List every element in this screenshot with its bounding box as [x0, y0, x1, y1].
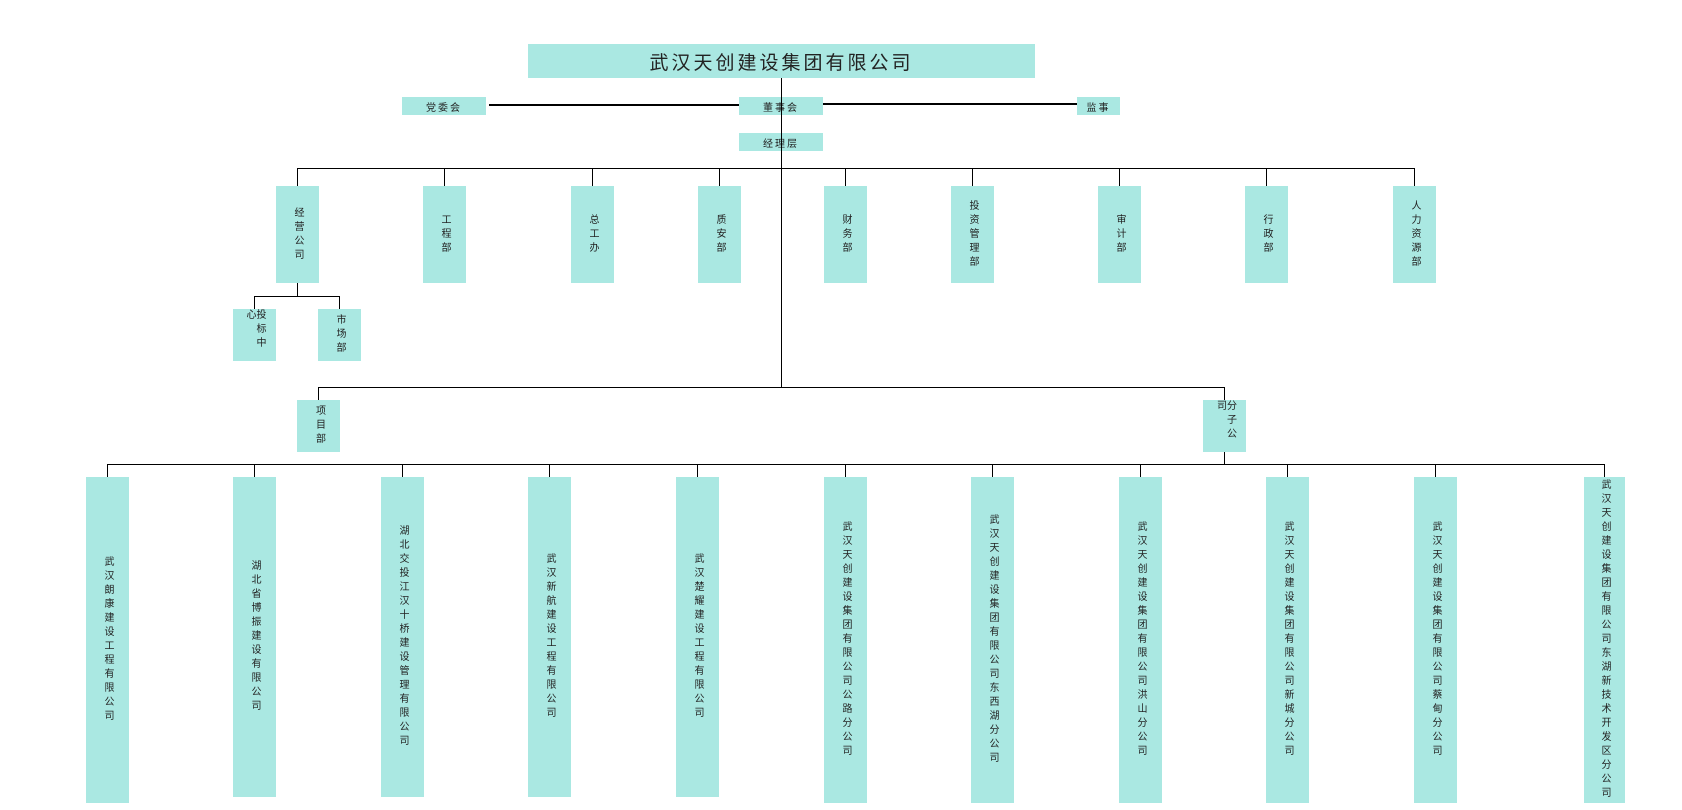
lower-bus	[318, 387, 1224, 388]
branch-box-label: 武汉天创建设集团有限公司蔡甸分公司	[1430, 521, 1441, 759]
dept-box: 人力资源部	[1392, 186, 1436, 283]
dept-connector	[719, 168, 720, 186]
branch-box-label: 武汉楚耀建设工程有限公司	[692, 553, 703, 721]
dept-connector	[1266, 168, 1267, 186]
trunk-line-top	[781, 78, 782, 187]
dept-connector	[972, 168, 973, 186]
branch-connector	[1287, 464, 1288, 477]
dept-box-label: 总工办	[587, 213, 598, 256]
branch-box-label: 湖北省博振建设有限公司	[249, 560, 260, 714]
company-box: 武汉天创建设集团有限公司	[528, 44, 1035, 78]
supervisor-box: 监事	[1077, 97, 1120, 115]
branch-bus	[107, 464, 1604, 465]
sub-box: 投标中心	[232, 309, 276, 361]
dept-box: 经营公司	[275, 186, 319, 283]
dept-connector	[845, 168, 846, 186]
branch-connector	[845, 464, 846, 477]
dept-box-label: 财务部	[840, 213, 851, 256]
supervisor-label: 监事	[1086, 102, 1111, 114]
branch-box-label: 武汉天创建设集团有限公司东湖新技术开发区分公司	[1599, 479, 1610, 801]
branch-connector	[697, 464, 698, 477]
management-label: 经理层	[763, 135, 799, 150]
dept-box: 总工办	[570, 186, 614, 283]
dept-connector	[592, 168, 593, 186]
branch-box-label: 武汉新航建设工程有限公司	[544, 553, 555, 721]
dept-box-label: 人力资源部	[1409, 199, 1420, 270]
sub-bus	[254, 296, 340, 297]
company-name: 武汉天创建设集团有限公司	[649, 51, 914, 74]
dept-box-label: 行政部	[1261, 213, 1272, 256]
branch-box: 湖北交投江汉十桥建设管理有限公司	[380, 477, 424, 797]
sub-box-label: 市场部	[334, 314, 345, 356]
branch-box-label: 湖北交投江汉十桥建设管理有限公司	[397, 525, 408, 749]
sub-connector	[297, 283, 298, 296]
dept-box: 行政部	[1244, 186, 1288, 283]
branch-box-label: 武汉朗康建设工程有限公司	[102, 556, 113, 724]
dept-box: 投资管理部	[950, 186, 994, 283]
branch-connector	[1140, 464, 1141, 477]
sub-box-label: 投标中心	[244, 309, 265, 351]
branch-box: 武汉楚耀建设工程有限公司	[675, 477, 719, 797]
branch-connector	[107, 464, 108, 477]
branch-box-label: 武汉天创建设集团有限公司新城分公司	[1282, 521, 1293, 759]
branch-connector	[992, 464, 993, 477]
branch-box: 武汉天创建设集团有限公司东湖新技术开发区分公司	[1583, 477, 1625, 803]
branch-box: 武汉新航建设工程有限公司	[527, 477, 571, 797]
branches-connector	[1224, 387, 1225, 400]
party-line	[489, 104, 739, 106]
dept-box-label: 审计部	[1114, 213, 1125, 256]
dept-connector	[1414, 168, 1415, 186]
branch-connector	[254, 464, 255, 477]
branches-connector	[1224, 452, 1225, 464]
project-dept-box: 项目部	[297, 400, 340, 452]
branch-box: 武汉天创建设集团有限公司新城分公司	[1265, 477, 1309, 803]
dept-box: 审计部	[1097, 186, 1141, 283]
dept-box-label: 投资管理部	[967, 199, 978, 270]
branch-connector	[1604, 464, 1605, 477]
dept-connector	[297, 168, 298, 186]
sub-connector	[254, 296, 255, 309]
branches-label: 分子公司	[1214, 400, 1236, 442]
branch-box: 武汉天创建设集团有限公司公路分公司	[823, 477, 867, 803]
branch-connector	[549, 464, 550, 477]
branch-box: 武汉天创建设集团有限公司蔡甸分公司	[1413, 477, 1457, 803]
dept-box: 财务部	[823, 186, 867, 283]
supervisor-line	[823, 103, 1077, 105]
branch-box: 武汉天创建设集团有限公司洪山分公司	[1118, 477, 1162, 803]
branch-connector	[402, 464, 403, 477]
branch-box: 湖北省博振建设有限公司	[232, 477, 276, 797]
branch-box-label: 武汉天创建设集团有限公司公路分公司	[840, 521, 851, 759]
branches-box: 分子公司	[1203, 400, 1246, 452]
dept-box-label: 质安部	[714, 213, 725, 256]
project-dept-label: 项目部	[313, 405, 325, 447]
dept-box-label: 经营公司	[292, 206, 303, 263]
project-connector	[318, 387, 319, 400]
dept-box: 质安部	[697, 186, 741, 283]
branch-connector	[1435, 464, 1436, 477]
trunk-line	[781, 151, 782, 387]
party-committee-label: 党委会	[426, 102, 462, 114]
dept-box: 工程部	[422, 186, 466, 283]
dept-connector	[444, 168, 445, 186]
dept-box-label: 工程部	[439, 213, 450, 256]
sub-connector	[339, 296, 340, 309]
sub-box: 市场部	[317, 309, 361, 361]
branch-box-label: 武汉天创建设集团有限公司东西湖分公司	[987, 514, 998, 766]
branch-box: 武汉朗康建设工程有限公司	[85, 477, 129, 803]
dept-connector	[1119, 168, 1120, 186]
branch-box: 武汉天创建设集团有限公司东西湖分公司	[970, 477, 1014, 803]
board-label: 董事会	[763, 99, 799, 114]
dept-bus	[297, 168, 1414, 169]
branch-box-label: 武汉天创建设集团有限公司洪山分公司	[1135, 521, 1146, 759]
party-committee-box: 党委会	[402, 97, 486, 115]
